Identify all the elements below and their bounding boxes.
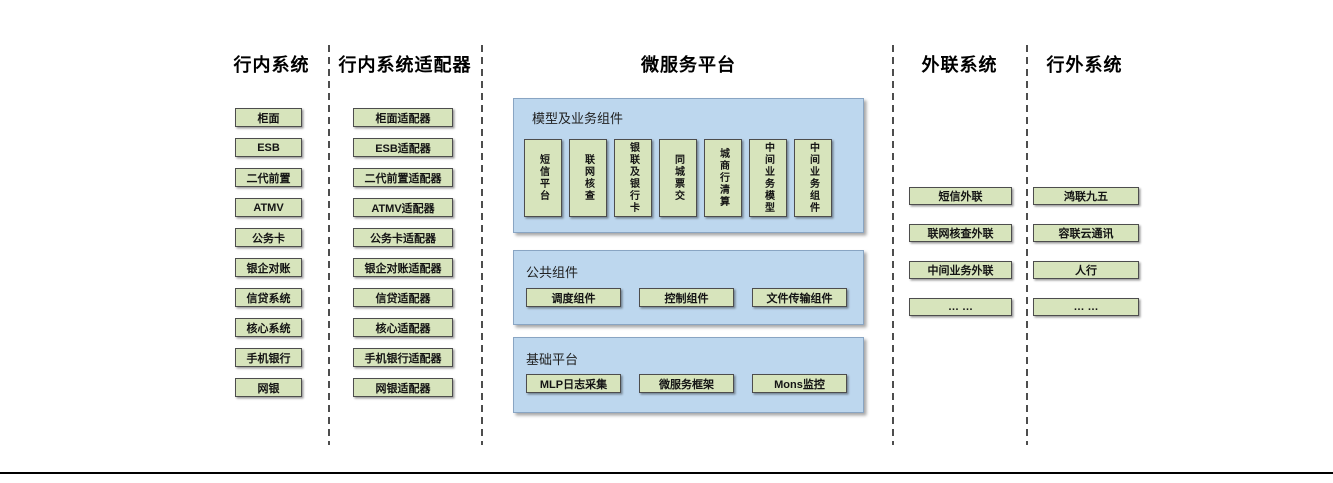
outside-system-box: 容联云通讯 — [1033, 224, 1139, 242]
external-link-box: 中间业务外联 — [909, 261, 1012, 279]
internal-adapters-column: 柜面适配器 ESB适配器二代前置适配器 ATMV适配器公务卡适配器银企对账适配器信贷… — [353, 108, 453, 397]
external-link-box: … … — [909, 298, 1012, 316]
bottom-frame-line — [0, 472, 1333, 474]
component-box: 银联及银行卡 — [614, 139, 652, 217]
header-internal-adapters: 行内系统适配器 — [338, 55, 472, 75]
internal-systems-column: 柜面 ESB 二代前置 ATMV 公务卡银企对账信贷系统核心系统手机银行网银 — [235, 108, 302, 397]
adapter-box: 银企对账适配器 — [353, 258, 453, 277]
component-box: 文件传输组件 — [752, 288, 847, 307]
external-link-systems-column: 短信外联联网核查外联中间业务外联 … … — [909, 187, 1012, 316]
column-separator-4 — [1026, 45, 1028, 445]
base-platform-row: MLP日志采集微服务框架 Mons监控 — [526, 374, 847, 393]
component-box: Mons监控 — [752, 374, 847, 393]
panel-model-business-components: 模型及业务组件 短信平台联网核查银联及银行卡同城票交城商行清算中间业务模型中间业… — [513, 98, 864, 233]
system-box: 银企对账 — [235, 258, 302, 277]
component-box: 控制组件 — [639, 288, 734, 307]
adapter-box: 柜面适配器 — [353, 108, 453, 127]
system-box: 二代前置 — [235, 168, 302, 187]
outside-system-box: … … — [1033, 298, 1139, 316]
common-components-row: 调度组件控制组件文件传输组件 — [526, 288, 847, 307]
component-box: 微服务框架 — [639, 374, 734, 393]
model-business-components-row: 短信平台联网核查银联及银行卡同城票交城商行清算中间业务模型中间业务组件 — [524, 139, 832, 217]
column-separator-3 — [892, 45, 894, 445]
adapter-box: 核心适配器 — [353, 318, 453, 337]
adapter-box: ATMV适配器 — [353, 198, 453, 217]
external-link-box: 联网核查外联 — [909, 224, 1012, 242]
panel-common-components: 公共组件 调度组件控制组件文件传输组件 — [513, 250, 864, 325]
outside-system-box: 人行 — [1033, 261, 1139, 279]
panel-title: 基础平台 — [526, 352, 579, 367]
adapter-box: 公务卡适配器 — [353, 228, 453, 247]
component-box: 城商行清算 — [704, 139, 742, 217]
adapter-box: 二代前置适配器 — [353, 168, 453, 187]
outside-systems-column: 鸿联九五容联云通讯人行 … … — [1033, 187, 1139, 316]
system-box: ESB — [235, 138, 302, 157]
system-box: ATMV — [235, 198, 302, 217]
panel-base-platform: 基础平台 MLP日志采集微服务框架 Mons监控 — [513, 337, 864, 413]
component-box: 调度组件 — [526, 288, 621, 307]
system-box: 手机银行 — [235, 348, 302, 367]
column-separator-2 — [481, 45, 483, 445]
column-separator-1 — [328, 45, 330, 445]
header-microservice-platform: 微服务平台 — [641, 55, 736, 75]
system-box: 信贷系统 — [235, 288, 302, 307]
outside-system-box: 鸿联九五 — [1033, 187, 1139, 205]
header-internal-systems: 行内系统 — [233, 55, 310, 75]
system-box: 公务卡 — [235, 228, 302, 247]
system-box: 网银 — [235, 378, 302, 397]
component-box: 中间业务组件 — [794, 139, 832, 217]
adapter-box: ESB适配器 — [353, 138, 453, 157]
panel-title: 模型及业务组件 — [532, 111, 624, 126]
component-box: 中间业务模型 — [749, 139, 787, 217]
component-box: MLP日志采集 — [526, 374, 621, 393]
header-external-link-systems: 外联系统 — [921, 55, 998, 75]
external-link-box: 短信外联 — [909, 187, 1012, 205]
adapter-box: 手机银行适配器 — [353, 348, 453, 367]
component-box: 同城票交 — [659, 139, 697, 217]
header-outside-systems: 行外系统 — [1046, 55, 1123, 75]
panel-title: 公共组件 — [526, 265, 579, 280]
adapter-box: 信贷适配器 — [353, 288, 453, 307]
component-box: 联网核查 — [569, 139, 607, 217]
adapter-box: 网银适配器 — [353, 378, 453, 397]
system-box: 柜面 — [235, 108, 302, 127]
component-box: 短信平台 — [524, 139, 562, 217]
system-box: 核心系统 — [235, 318, 302, 337]
